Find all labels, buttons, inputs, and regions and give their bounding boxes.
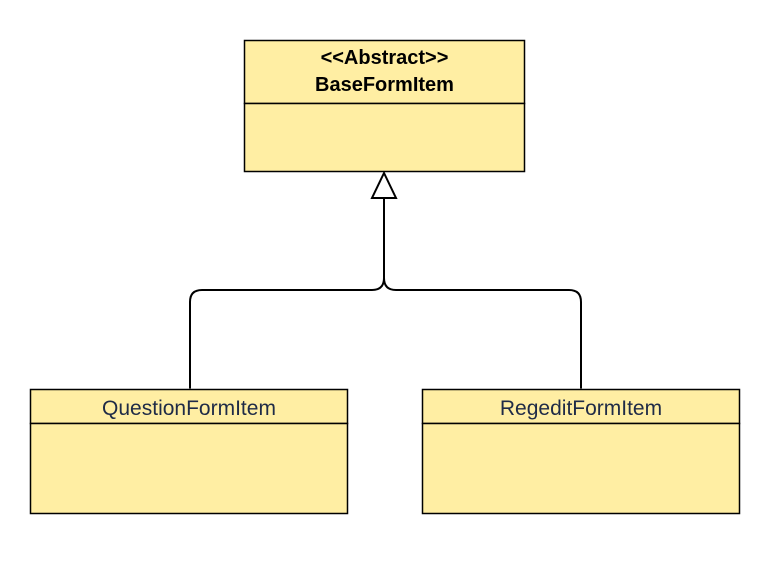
- inheritance-connector-right: [383, 277, 582, 389]
- inheritance-arrowhead-icon: [370, 170, 398, 199]
- base-class-box[interactable]: <<Abstract>> BaseFormItem: [243, 39, 526, 173]
- question-form-item-name: QuestionFormItem: [102, 397, 276, 420]
- base-class-stereotype: <<Abstract>>: [321, 47, 449, 69]
- base-class-header: [243, 39, 526, 105]
- base-class-body: [243, 102, 526, 173]
- question-form-item-header: [29, 388, 349, 425]
- question-form-item-box[interactable]: QuestionFormItem: [29, 388, 349, 515]
- regedit-form-item-box[interactable]: RegeditFormItem: [421, 388, 741, 515]
- regedit-form-item-name: RegeditFormItem: [500, 397, 662, 420]
- base-class-name: BaseFormItem: [315, 74, 454, 96]
- inheritance-connector-left: [189, 198, 385, 389]
- question-form-item-body: [29, 422, 349, 515]
- regedit-form-item-body: [421, 422, 741, 515]
